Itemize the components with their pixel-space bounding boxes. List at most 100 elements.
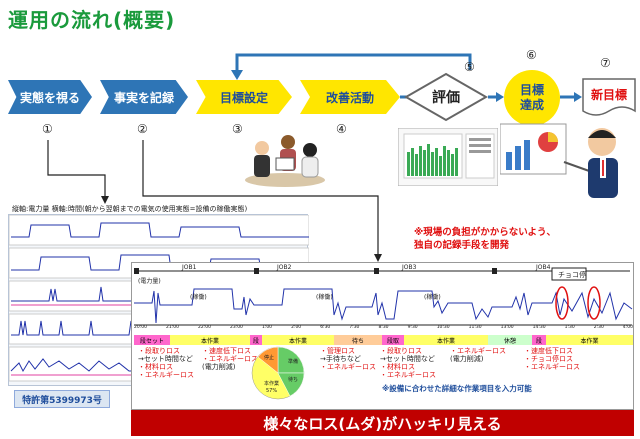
- presenter-illustration: [500, 123, 618, 198]
- step-number: ⑥: [526, 48, 537, 62]
- evaluate-label: 評価: [432, 90, 460, 106]
- step-observe: 実態を視る: [8, 80, 92, 114]
- goal-achieved-circle: 目標 達成: [504, 70, 560, 126]
- running-label: (稼働): [424, 293, 441, 301]
- loss-item: ・エネルギーロス: [524, 363, 580, 371]
- loss-item: →手待ちなど: [320, 355, 361, 363]
- phase-segment: 本作業: [170, 335, 250, 345]
- time-tick: 21:00: [165, 325, 179, 330]
- time-tick: 2:30: [593, 325, 604, 330]
- time-tick: 8:30: [378, 325, 389, 330]
- loss-item: ・エネルギーロス: [380, 371, 436, 379]
- time-tick: 13:00: [500, 325, 514, 330]
- pie-value: 57%: [266, 388, 277, 394]
- input-note: ※設備に合わせた詳細な作業項目を入力可能: [382, 384, 532, 393]
- phase-bar: 段セット 本作業 段 本作業 待ち 段取 本作業 休憩 段 本作業: [134, 335, 633, 345]
- phase-segment: 本作業: [546, 335, 633, 345]
- loss-list-2: ・速度低下ロス ・エネルギーロス (電力削減): [202, 347, 258, 371]
- loss-item: ・エネルギーロス: [450, 347, 506, 355]
- time-tick: 20:00: [134, 325, 147, 330]
- step-number: ④: [336, 122, 347, 136]
- time-tick: 14:30: [532, 325, 546, 330]
- step-number: ⑦: [600, 56, 611, 70]
- loss-list-3: ・管理ロス →手待ちなど ・エネルギーロス: [320, 347, 376, 371]
- loss-item: ・段取りロス: [380, 347, 422, 355]
- loss-item: ・速度低下ロス: [202, 347, 251, 355]
- detail-power-chart: JOB1 JOB2 JOB3 JOB4 (電力量) (稼働) (稼働) (稼働)…: [131, 262, 634, 410]
- time-tick: 9:30: [407, 325, 418, 330]
- pie-label: 準備: [288, 358, 298, 365]
- job-label: JOB2: [276, 264, 292, 271]
- evaluation-chart-thumbnail: [398, 128, 498, 186]
- time-tick: 23:00: [229, 325, 243, 330]
- loss-item: ・段取りロス: [138, 347, 180, 355]
- step-number: ⑤: [464, 60, 475, 74]
- job-label: JOB1: [181, 264, 197, 271]
- step-label: 目標設定: [219, 90, 268, 105]
- pie-label: 本作業: [264, 380, 279, 387]
- development-note: ※現場の負担がかからないよう、 独自の記録手段を開発: [414, 227, 557, 251]
- job-label: JOB3: [401, 264, 417, 271]
- step-improve: 改善活動: [300, 80, 400, 114]
- job-label: JOB4: [535, 264, 551, 271]
- time-tick: 7:30: [349, 325, 360, 330]
- loss-list-4: ・段取りロス →セット時間など ・材料ロス ・エネルギーロス: [380, 347, 436, 379]
- time-tick: 4:00: [622, 325, 633, 330]
- time-tick: 6:30: [320, 325, 331, 330]
- step-label: 実態を視る: [19, 90, 80, 105]
- phase-segment: 本作業: [404, 335, 488, 345]
- loss-item: (電力削減): [202, 363, 236, 371]
- phase-segment: 本作業: [262, 335, 334, 345]
- time-axis: 20:00 21:00 22:00 23:00 1:00 2:00 6:30 7…: [134, 325, 633, 333]
- loss-item: ・速度低下ロス: [524, 347, 573, 355]
- running-label: (稼働): [316, 293, 333, 301]
- loss-item: ・エネルギーロス: [202, 355, 258, 363]
- loss-item: ・エネルギーロス: [320, 363, 376, 371]
- loss-list-1: ・段取りロス →セット時間など ・材料ロス ・エネルギーロス: [138, 347, 194, 379]
- loss-item: ・チョコ停ロス: [524, 355, 573, 363]
- step-label: 事実を記録: [113, 90, 174, 105]
- left-chart-caption: 縦軸:電力量 横軸:時間(朝から翌朝までの電気の使用実態=設備の稼働実態): [12, 205, 248, 213]
- phase-segment: 段セット: [134, 335, 170, 345]
- choco-stop-label: チョコ停: [558, 270, 586, 279]
- step-record: 事実を記録: [100, 80, 188, 114]
- phase-segment: 待ち: [334, 335, 382, 345]
- loss-list-5: ・エネルギーロス (電力削減): [450, 347, 506, 363]
- meeting-illustration: [245, 135, 325, 187]
- page-title: 運用の流れ(概要): [8, 8, 176, 32]
- loss-item: →セット時間など: [380, 355, 435, 363]
- bottom-banner: 様々なロス(ムダ)がハッキリ見える: [131, 410, 634, 436]
- evaluate-diamond: [404, 72, 488, 122]
- loss-item: ・材料ロス: [380, 363, 415, 371]
- loss-item: →セット時間など: [138, 355, 193, 363]
- new-goal-document: [582, 78, 636, 116]
- pie-label: 待ち: [288, 376, 298, 383]
- loss-item: ・エネルギーロス: [138, 371, 194, 379]
- pie-label: 停止: [264, 354, 274, 361]
- power-axis-label: (電力量): [138, 277, 161, 285]
- phase-segment: 段: [532, 335, 546, 345]
- step-number: ①: [42, 122, 53, 136]
- time-tick: 11:30: [468, 325, 482, 330]
- loss-item: (電力削減): [450, 355, 484, 363]
- loss-list-6: ・速度低下ロス ・チョコ停ロス ・エネルギーロス: [524, 347, 580, 371]
- loss-item: ・管理ロス: [320, 347, 355, 355]
- loss-pie-chart: 本作業 57% 準備 停止 待ち: [251, 346, 305, 400]
- phase-segment: 休憩: [488, 335, 532, 345]
- time-tick: 1:00: [261, 325, 273, 330]
- step-label: 改善活動: [325, 90, 374, 105]
- step-number: ②: [137, 122, 148, 136]
- time-tick: 22:00: [197, 325, 211, 330]
- phase-segment: 段取: [382, 335, 404, 345]
- detail-line-chart: JOB1 JOB2 JOB3 JOB4 (電力量) (稼働) (稼働) (稼働)…: [134, 264, 633, 326]
- phase-segment: 段: [250, 335, 262, 345]
- time-tick: 10:30: [436, 325, 450, 330]
- time-tick: 2:00: [291, 325, 302, 330]
- step-target: 目標設定: [196, 80, 292, 114]
- loss-item: ・材料ロス: [138, 363, 173, 371]
- step-number: ③: [232, 122, 243, 136]
- running-label: (稼働): [190, 293, 207, 301]
- patent-number: 特許第5399973号: [14, 390, 110, 408]
- new-goal-label: 新目標: [590, 88, 627, 102]
